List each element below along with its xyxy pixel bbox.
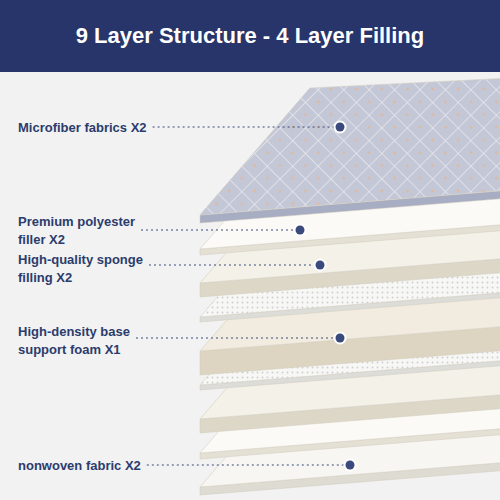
callout-dot — [346, 461, 355, 470]
part-label: High-density base support foam X1 — [18, 324, 130, 357]
title-area: 9 Layer Structure - 4 Layer Filling — [0, 0, 500, 72]
label-area: Premium polyester filler X2 — [18, 212, 153, 248]
part-label: Premium polyester filler X2 — [18, 214, 135, 247]
leader-line — [153, 126, 334, 127]
leader-line — [141, 229, 294, 230]
dot-ring — [334, 121, 347, 134]
title: 9 Layer Structure - 4 Layer Filling — [76, 23, 424, 49]
callout-dot — [336, 123, 345, 132]
part-label: High-quality sponge filling X2 — [18, 252, 143, 285]
label-area: High-quality sponge filling X2 — [18, 250, 143, 286]
dot-ring — [344, 459, 357, 472]
title-banner — [0, 0, 500, 72]
dot-ring — [334, 332, 347, 345]
callout-dot — [296, 226, 305, 235]
dot-ring — [314, 259, 327, 272]
layer-top — [200, 78, 500, 215]
leader-line — [149, 264, 314, 265]
part-label: Microfiber fabrics X2 — [18, 120, 147, 135]
mattress-layer — [200, 78, 500, 223]
leader-line — [136, 337, 334, 338]
callout-dot — [316, 261, 325, 270]
label-area: nonwoven fabric X2 — [18, 456, 218, 474]
label-area: Microfiber fabrics X2 — [18, 118, 218, 136]
leader-line — [147, 464, 344, 465]
part-label: nonwoven fabric X2 — [18, 458, 141, 473]
label-area: High-density base support foam X1 — [18, 322, 168, 358]
dot-ring — [294, 224, 307, 237]
callout-dot — [336, 334, 345, 343]
